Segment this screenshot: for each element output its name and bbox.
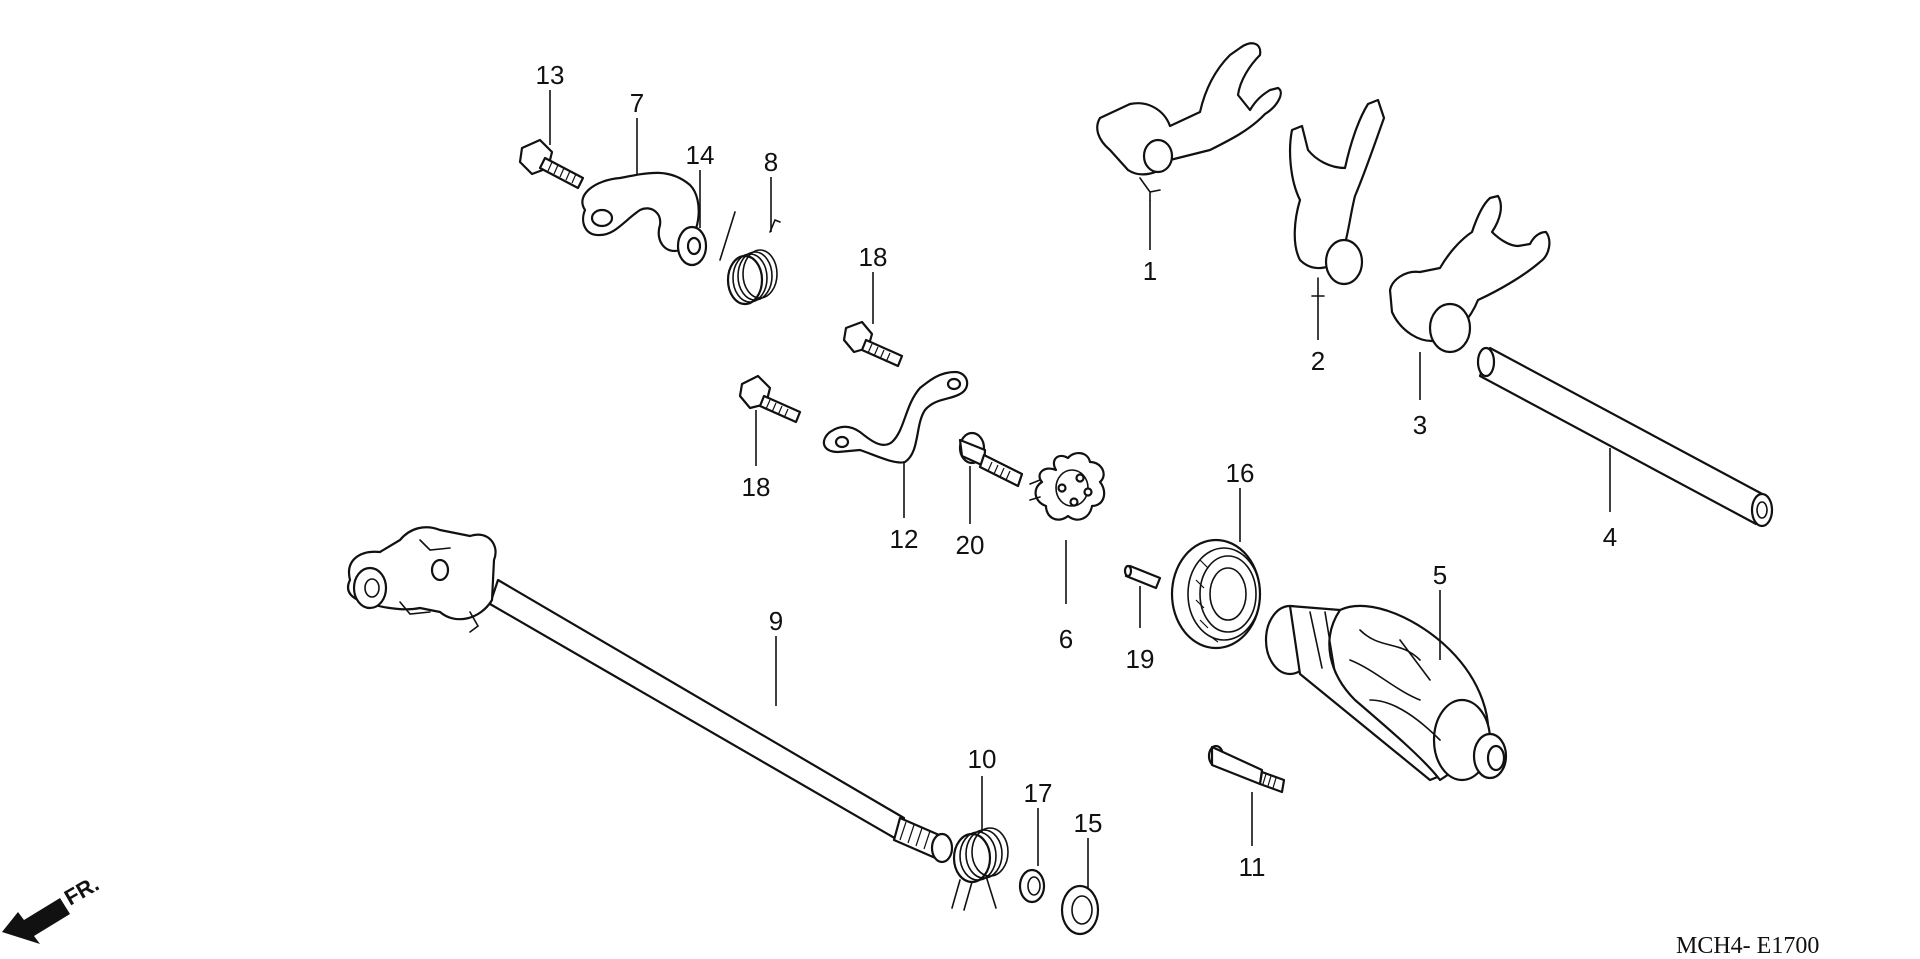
callout-17: 17 [1024, 778, 1053, 808]
callout-10: 10 [968, 744, 997, 774]
part-6-drum-center [1029, 452, 1106, 521]
part-19-dowel-pin [1123, 564, 1162, 590]
part-7-stopper-plate [581, 171, 700, 253]
callout-7: 7 [630, 88, 644, 118]
part-4-fork-shaft [1476, 346, 1774, 528]
part-12-bracket [822, 370, 969, 464]
callout-18-lower: 18 [742, 472, 771, 502]
callout-2: 2 [1311, 346, 1325, 376]
part-18-bolt-lower [738, 374, 802, 424]
part-3-shift-fork [1388, 194, 1551, 354]
callout-5: 5 [1433, 560, 1447, 590]
callout-20: 20 [956, 530, 985, 560]
callout-3: 3 [1413, 410, 1427, 440]
front-arrow-icon [2, 898, 70, 944]
part-17-circlip [1018, 868, 1046, 904]
callout-12: 12 [890, 524, 919, 554]
callout-15: 15 [1074, 808, 1103, 838]
part-13-bolt [518, 138, 585, 190]
part-5-shift-drum [1264, 604, 1508, 782]
callout-18-upper: 18 [859, 242, 888, 272]
part-16-bearing [1170, 538, 1262, 650]
part-15-washer [1060, 884, 1100, 936]
callout-13: 13 [536, 60, 565, 90]
callout-11: 11 [1239, 852, 1266, 882]
callout-19: 19 [1126, 644, 1155, 674]
part-10-return-spring [951, 827, 1009, 911]
part-11-pin-bolt [1207, 744, 1286, 794]
diagram-code: MCH4- E1700 [1676, 933, 1819, 959]
callout-6: 6 [1059, 624, 1073, 654]
part-2-shift-fork [1288, 98, 1386, 297]
part-14-washer [676, 225, 708, 267]
callout-9: 9 [769, 606, 783, 636]
part-1-shift-fork [1096, 42, 1282, 201]
part-9-gearshift-spindle [347, 526, 954, 864]
part-18-bolt-upper [842, 320, 904, 368]
callout-16: 16 [1226, 458, 1255, 488]
part-20-socket-bolt [958, 431, 1024, 488]
callout-1: 1 [1143, 256, 1157, 286]
callout-14: 14 [686, 140, 715, 170]
front-indicator-label: FR. [60, 871, 103, 910]
callout-4: 4 [1603, 522, 1617, 552]
callout-8: 8 [764, 147, 778, 177]
part-8-spring [719, 211, 781, 306]
